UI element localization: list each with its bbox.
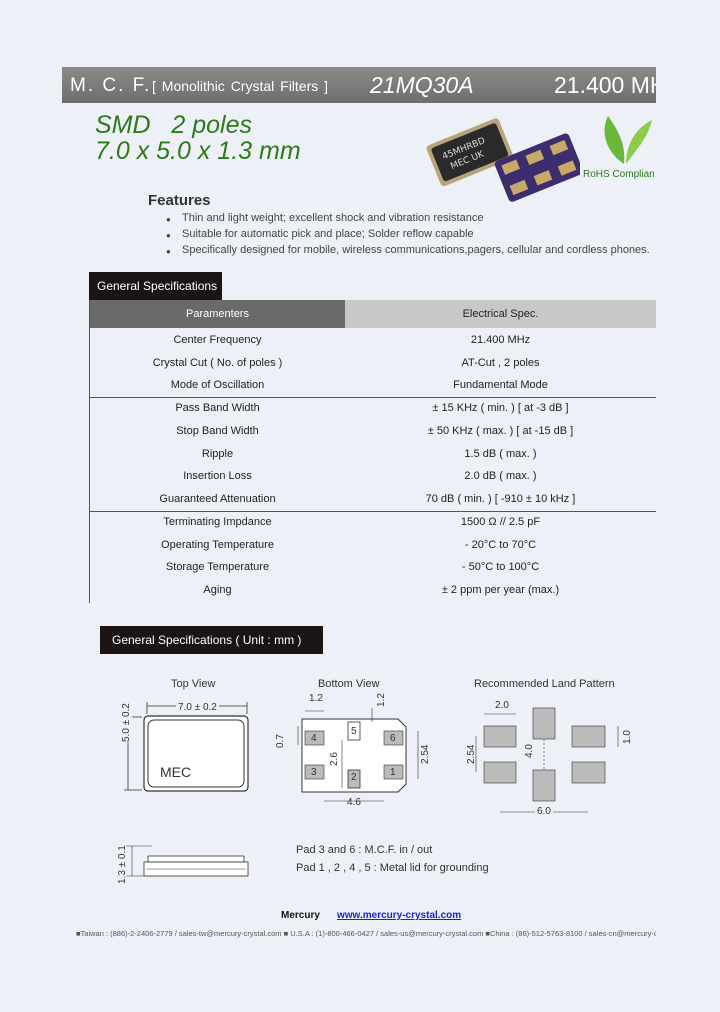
spec-value: ± 50 KHz ( max. ) [ at -15 dB ] — [427, 425, 574, 437]
pad-number: 6 — [390, 733, 396, 744]
land-dim-mid: 4.0 — [524, 744, 535, 758]
spec-param: Mode of Oscillation — [170, 379, 265, 391]
spec-param: Terminating Impdance — [163, 516, 272, 528]
land-pattern-label: Recommended Land Pattern — [474, 678, 615, 690]
top-view-marking: MEC — [160, 764, 192, 780]
spec-value: AT-Cut , 2 poles — [461, 357, 540, 369]
spec-param: Pass Band Width — [175, 402, 260, 414]
bottom-dim-span: 4.6 — [347, 797, 361, 808]
col-header-spec: Electrical Spec. — [345, 300, 656, 328]
bottom-dim-pad-w: 1.2 — [309, 693, 323, 704]
spec-value: - 20°C to 70°C — [464, 539, 537, 551]
header-bar: M. C. F. [ Monolithic Crystal Filters ] … — [62, 67, 656, 103]
spec-value: 21.400 MHz — [470, 334, 531, 346]
pad-number: 4 — [311, 733, 317, 744]
feature-item: Specifically designed for mobile, wirele… — [182, 244, 650, 256]
footer-company: Mercury — [281, 910, 320, 921]
spec-param: Crystal Cut ( No. of poles ) — [152, 357, 283, 369]
dimensions-tab: General Specifications ( Unit : mm ) — [100, 626, 323, 654]
spec-param: Insertion Loss — [183, 470, 252, 482]
spec-value: 1.5 dB ( max. ) — [464, 448, 537, 460]
general-specs-tab: General Specifications — [89, 272, 222, 300]
bottom-dim-gap: 1.2 — [376, 693, 387, 707]
spec-param: Center Frequency — [173, 334, 262, 346]
row-divider — [89, 397, 656, 398]
spec-param: Operating Temperature — [161, 539, 274, 551]
pad-note-1: Pad 3 and 6 : M.C.F. in / out — [296, 844, 433, 856]
top-view-drawing — [124, 702, 249, 792]
top-view-label: Top View — [171, 678, 216, 690]
spec-value: 1500 Ω // 2.5 pF — [460, 516, 541, 528]
top-view-width-dim: 7.0 ± 0.2 — [176, 702, 219, 713]
spec-value: 2.0 dB ( max. ) — [464, 470, 537, 482]
land-dim-bottom: 6.0 — [535, 806, 553, 817]
bullet-icon: ● — [166, 215, 171, 224]
spec-param: Stop Band Width — [176, 425, 259, 437]
pad-number: 5 — [351, 726, 357, 737]
land-dim-left: 2.54 — [466, 744, 477, 764]
land-dim-right: 1.0 — [622, 730, 633, 744]
land-pattern-drawing — [475, 707, 619, 813]
header-frequency: 21.400 MH — [554, 72, 656, 98]
land-dim-top: 2.0 — [495, 700, 509, 711]
feature-item: Thin and light weight; excellent shock a… — [182, 212, 484, 224]
product-photo: 45MHRBD MEC UK — [426, 118, 580, 202]
chip-top-image: 45MHRBD MEC UK — [426, 118, 514, 187]
footer-contacts: ■Taiwan : (886)-2-2406-2779 / sales-tw@m… — [76, 929, 656, 938]
header-subtitle: [ Monolithic Crystal Filters ] — [152, 78, 329, 94]
spec-value: Fundamental Mode — [453, 379, 548, 391]
brand-name: M. C. F. — [70, 75, 152, 96]
bottom-dim-pad-h: 0.7 — [275, 734, 286, 748]
product-line-2: 7.0 x 5.0 x 1.3 mm — [95, 137, 301, 165]
spec-param: Storage Temperature — [165, 561, 270, 573]
pad-number: 3 — [311, 767, 317, 778]
spec-param: Guaranteed Attenuation — [159, 493, 276, 505]
bullet-icon: ● — [166, 231, 171, 240]
spec-param: Aging — [203, 584, 232, 596]
bottom-view-label: Bottom View — [318, 678, 380, 690]
table-left-border — [89, 300, 90, 603]
chip-bottom-image — [494, 133, 580, 202]
feature-item: Suitable for automatic pick and place; S… — [182, 228, 474, 240]
spec-value: - 50°C to 100°C — [461, 561, 540, 573]
features-title: Features — [148, 192, 211, 209]
model-number: 21MQ30A — [370, 72, 474, 98]
side-view-drawing — [126, 845, 249, 877]
spec-param: Ripple — [201, 448, 234, 460]
pad-number: 1 — [390, 767, 396, 778]
bullet-icon: ● — [166, 247, 171, 256]
product-line-1: SMD 2 poles — [95, 111, 253, 139]
bottom-dim-mid: 2.6 — [329, 752, 340, 766]
row-divider — [89, 511, 656, 512]
spec-value: ± 15 KHz ( min. ) [ at -3 dB ] — [432, 402, 569, 414]
pad-note-2: Pad 1 , 2 , 4 , 5 : Metal lid for ground… — [296, 862, 489, 874]
rohs-label: RoHS Complian — [583, 169, 655, 180]
rohs-leaf-icon — [604, 116, 652, 164]
pad-number: 2 — [351, 772, 357, 783]
spec-value: ± 2 ppm per year (max.) — [441, 584, 560, 596]
top-view-height-dim: 5.0 ± 0.2 — [121, 703, 132, 742]
footer-website-link[interactable]: www.mercury-crystal.com — [337, 910, 462, 921]
col-header-parameters: Paramenters — [90, 300, 345, 328]
bottom-view-drawing — [297, 708, 419, 802]
bottom-dim-pitch: 2.54 — [420, 744, 431, 764]
side-view-height-dim: 1.3 ± 0.1 — [117, 845, 128, 884]
spec-value: 70 dB ( min. ) [ -910 ± 10 kHz ] — [425, 493, 576, 505]
